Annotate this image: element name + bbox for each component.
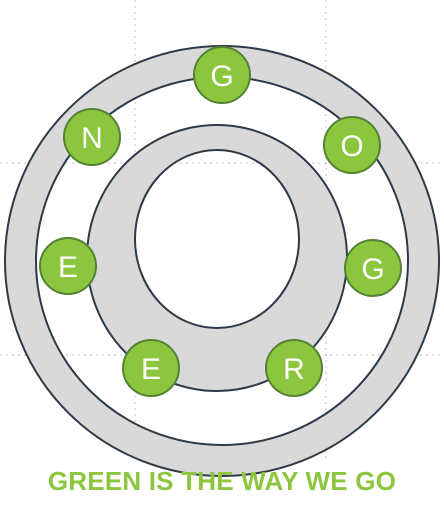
ball-circle <box>344 239 402 297</box>
ball-letter: R <box>283 353 305 386</box>
ball-g-right: G <box>344 239 402 297</box>
ball-letter: G <box>361 253 384 286</box>
ball-circle <box>193 46 251 104</box>
ball-o: O <box>323 116 381 174</box>
ball-circle <box>265 339 323 397</box>
ball-letter: O <box>340 130 363 163</box>
ball-circle <box>122 339 180 397</box>
ball-g-top: G <box>193 46 251 104</box>
inner-race <box>86 123 348 393</box>
ball-r: R <box>265 339 323 397</box>
ball-circle <box>63 108 121 166</box>
ball-n: N <box>63 108 121 166</box>
ball-circle <box>323 116 381 174</box>
ball-letter: G <box>210 60 233 93</box>
slogan-caption: GREEN IS THE WAY WE GO <box>47 466 397 496</box>
ball-circle <box>39 237 97 295</box>
ball-letter: E <box>141 353 161 386</box>
ball-e-bottom: E <box>122 339 180 397</box>
ball-e-left: E <box>39 237 97 295</box>
ball-letter: E <box>58 251 78 284</box>
outer-race <box>4 44 440 478</box>
ball-letter: N <box>81 122 103 155</box>
